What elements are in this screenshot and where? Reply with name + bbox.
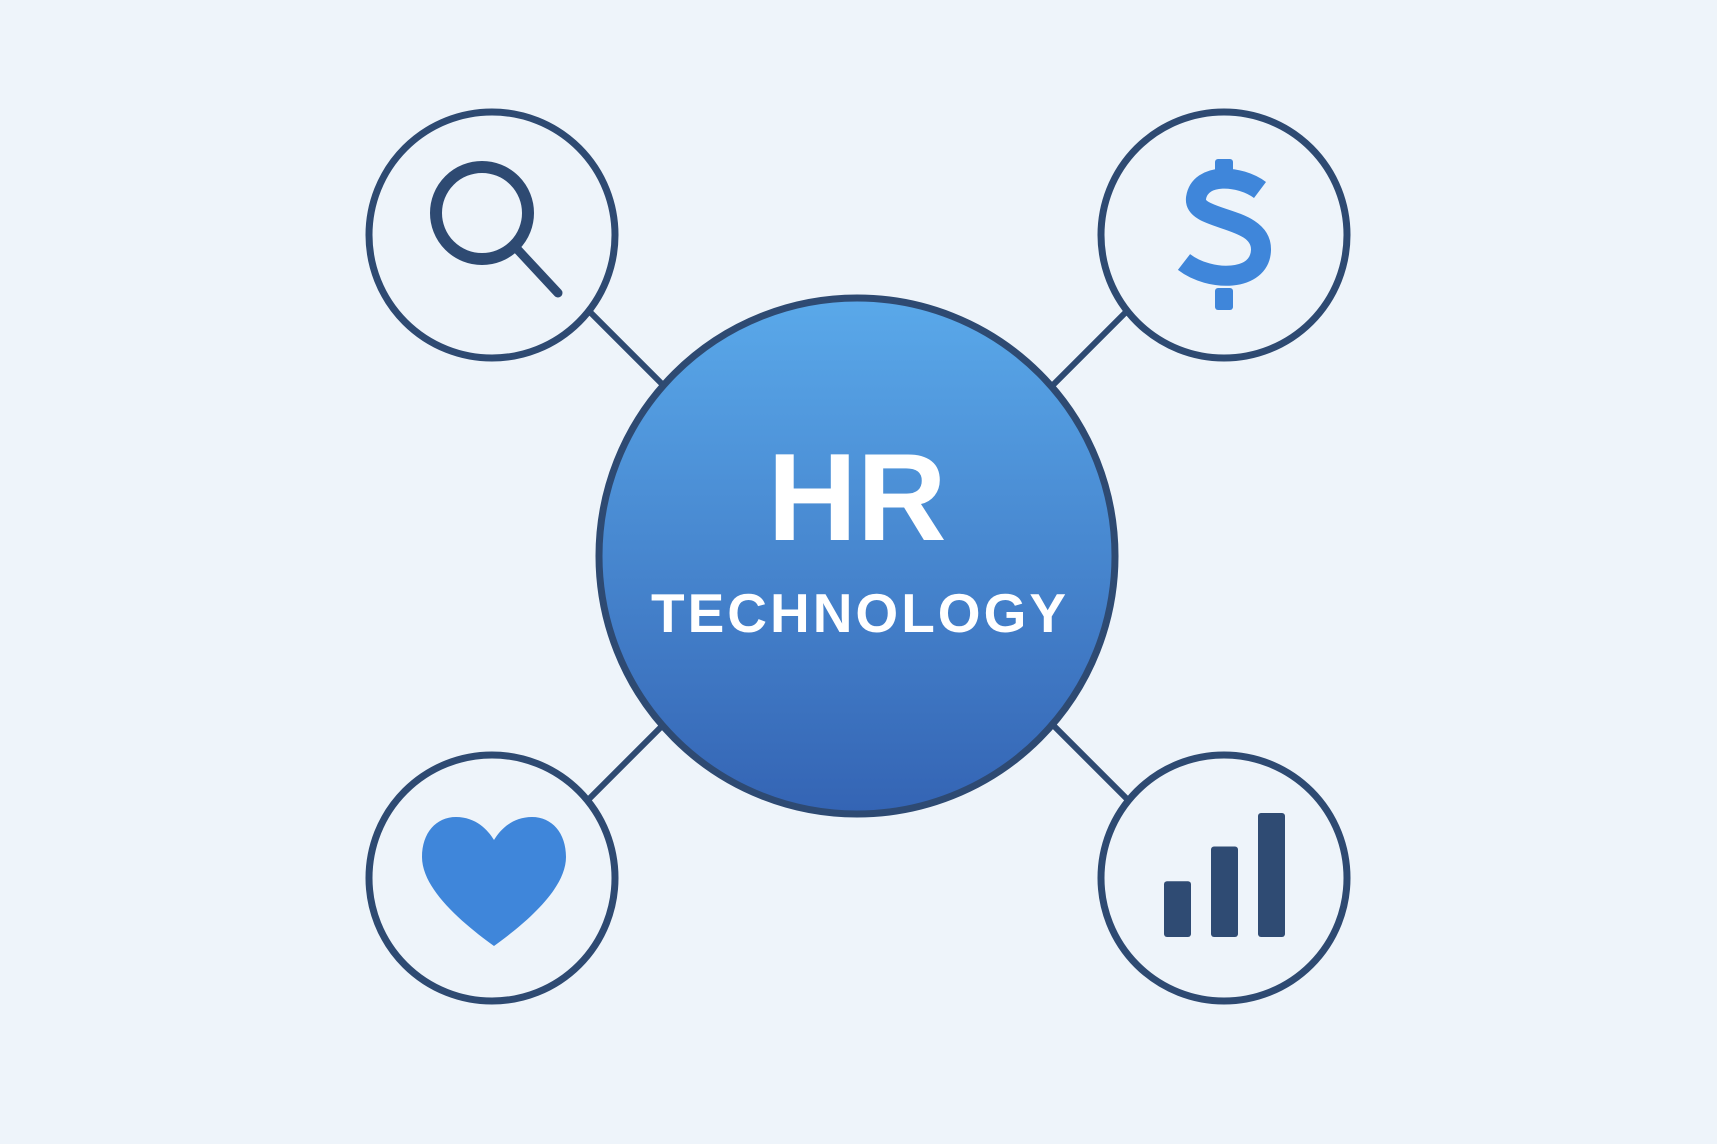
bar-chart-icon <box>1164 813 1285 937</box>
bar-chart-icon-bar <box>1164 881 1191 937</box>
connector-top-left <box>585 307 668 390</box>
magnifying-glass-icon <box>430 161 563 298</box>
hub-subtitle: TECHNOLOGY <box>651 582 1069 644</box>
bar-chart-icon-bar <box>1258 813 1285 937</box>
bar-chart-icon-bar <box>1211 846 1238 937</box>
connector-bottom-left <box>585 720 668 803</box>
satellite-circle <box>1097 108 1351 362</box>
satellite-wellbeing <box>365 751 619 1005</box>
heart-icon <box>422 817 566 946</box>
hub-circle <box>595 294 1119 818</box>
satellite-circle <box>365 108 619 362</box>
dollar-sign-icon <box>1177 159 1271 310</box>
hub-title: HR <box>767 429 946 567</box>
connector-top-right <box>1048 307 1131 390</box>
satellite-recruiting <box>365 108 619 362</box>
connectors <box>585 307 1131 803</box>
satellite-analytics <box>1097 751 1351 1005</box>
hub: HR TECHNOLOGY <box>595 294 1119 818</box>
satellite-compensation <box>1097 108 1351 362</box>
connector-bottom-right <box>1048 720 1131 803</box>
